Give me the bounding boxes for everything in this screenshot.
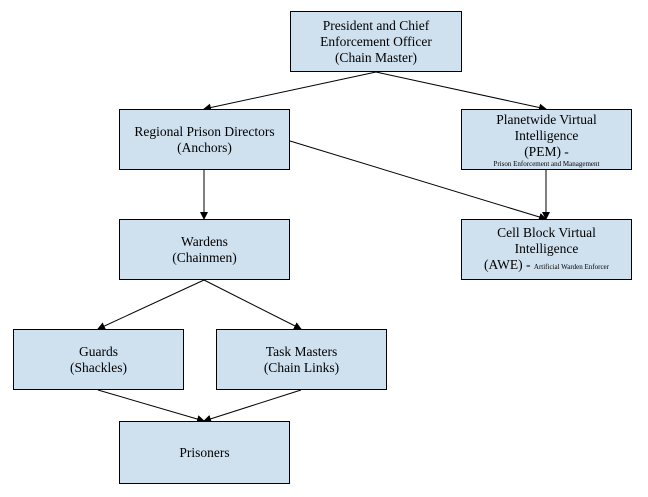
node-pem-line1: Planetwide Virtual [496,112,597,127]
node-wardens: Wardens (Chainmen) [119,219,290,280]
node-wardens-line1: Wardens [181,233,228,249]
node-awe-line3: (AWE) - [483,256,531,272]
edge-wardens-guards [97,279,205,330]
node-regional-directors: Regional Prison Directors (Anchors) [119,109,290,170]
node-prisoners: Prisoners [119,421,290,484]
edge-president-directors [203,71,377,112]
edge-taskmasters-prisoners [203,389,302,423]
node-pem-line3: (PEM) - [524,144,569,159]
edge-guards-prisoners [97,389,205,423]
node-awe-line2: Intelligence [514,240,579,256]
node-wardens-line2: (Chainmen) [172,249,237,265]
node-directors-line2: (Anchors) [177,139,232,155]
edge-directors-awe [289,140,547,221]
node-pem: Planetwide Virtual Intelligence (PEM) - … [461,109,632,170]
node-taskmasters-line2: (Chain Links) [263,359,340,375]
edge-president-pem [375,71,547,112]
node-directors-line1: Regional Prison Directors [134,123,275,139]
node-president: President and Chief Enforcement Officer … [290,11,462,72]
node-prisoners-line1: Prisoners [179,444,230,460]
node-guards-line2: (Shackles) [70,359,127,375]
node-awe: Cell Block Virtual Intelligence (AWE) - … [461,219,632,280]
node-task-masters: Task Masters (Chain Links) [216,329,387,390]
node-president-line3: (Chain Master) [334,49,418,65]
node-guards: Guards (Shackles) [13,329,184,390]
node-awe-line3-wrap: (AWE) - Artificial Warden Enforcer [484,257,609,275]
node-awe-note: Artificial Warden Enforcer [533,262,609,271]
node-awe-line1: Cell Block Virtual [497,224,596,240]
node-president-line1: President and Chief [322,17,430,33]
node-pem-line2: Intelligence [514,128,579,143]
edge-wardens-taskmasters [203,279,302,330]
node-taskmasters-line1: Task Masters [265,343,338,359]
node-guards-line1: Guards [79,343,118,359]
node-president-line2: Enforcement Officer [320,33,432,49]
node-pem-note: Prison Enforcement and Management [493,160,600,168]
